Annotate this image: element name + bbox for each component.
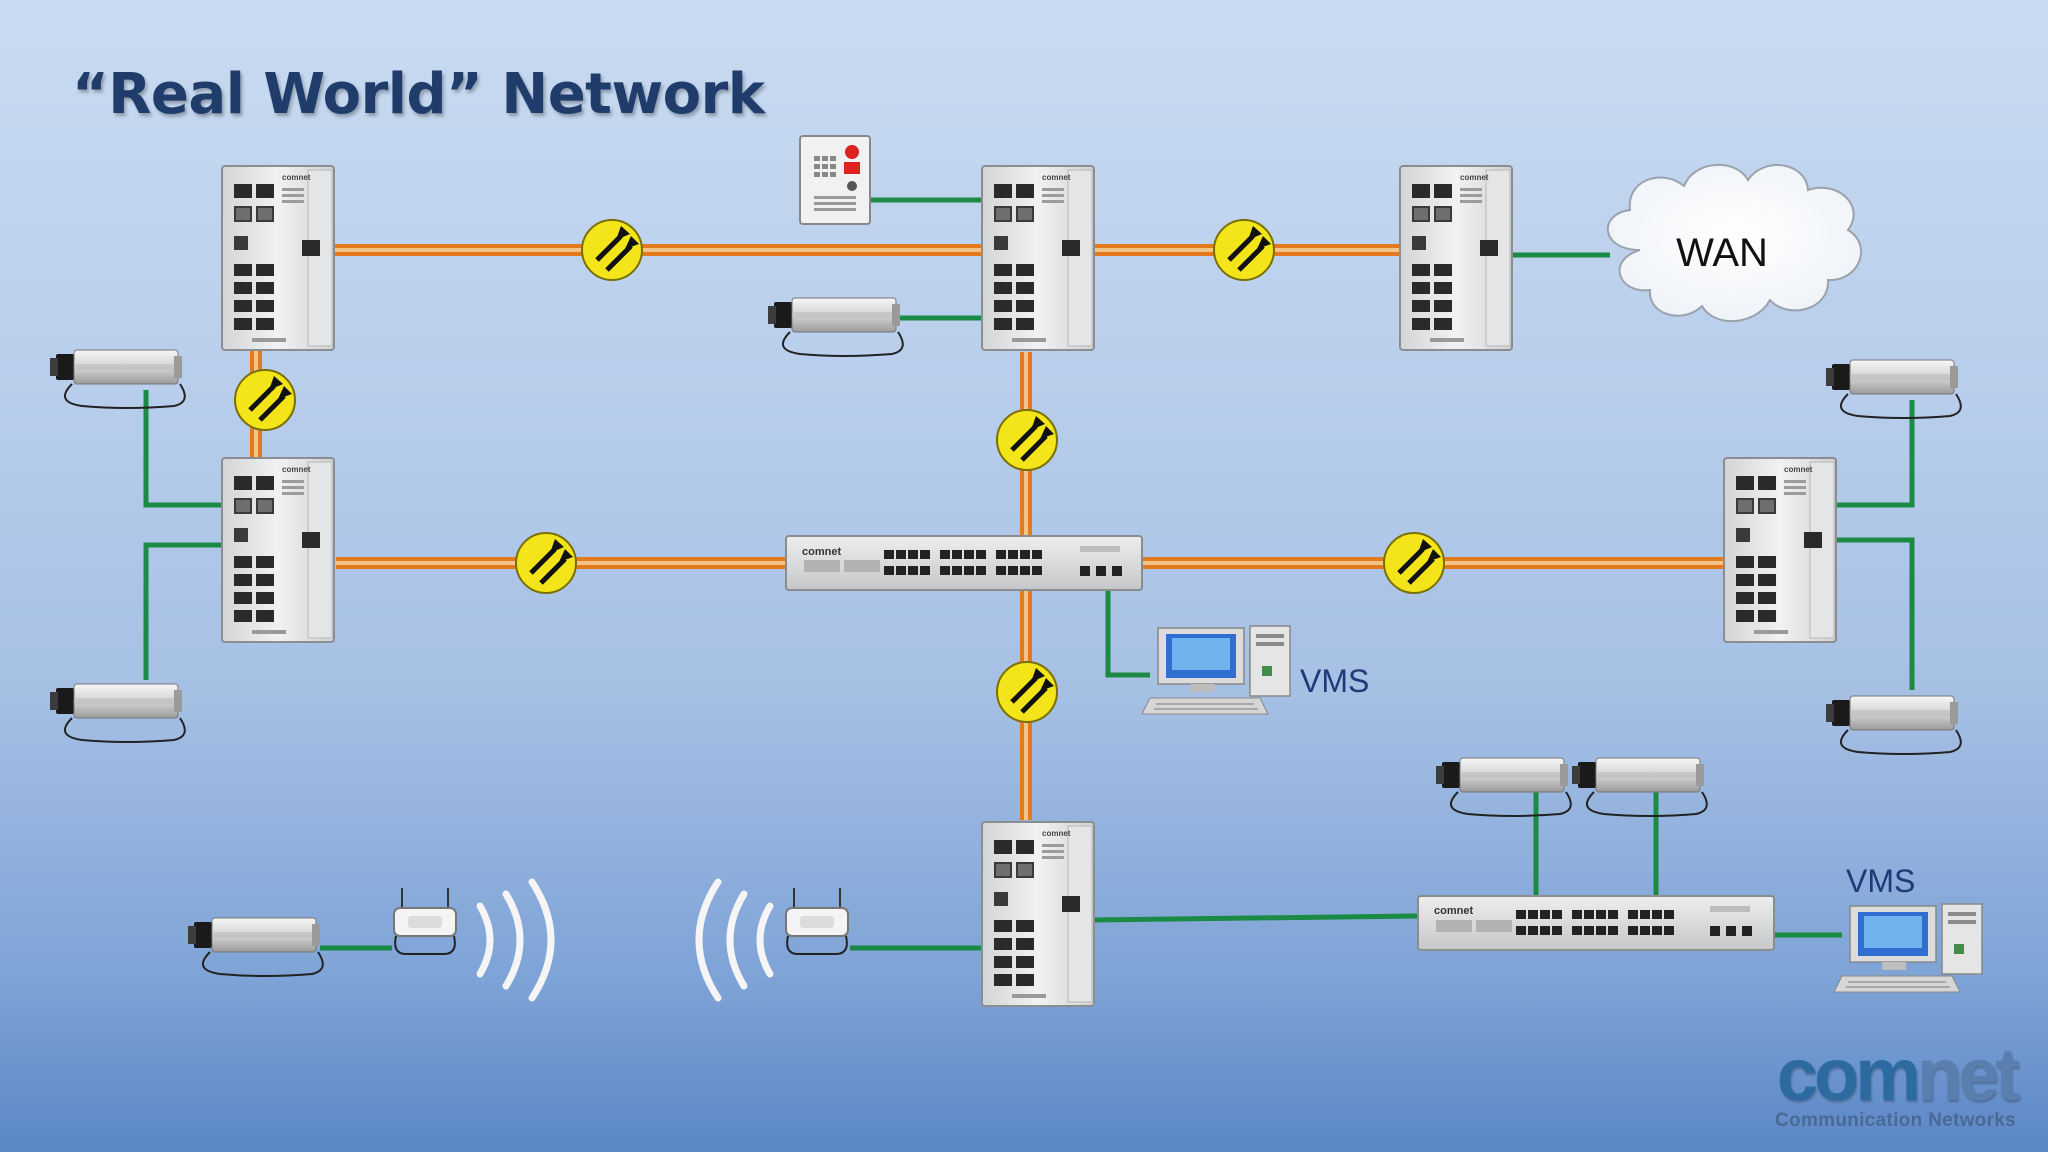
fiber-link-top-left (332, 244, 984, 256)
vms-label-secondary: VMS (1846, 863, 1915, 899)
camera-rack-1 (1435, 757, 1572, 817)
vms-label-main: VMS (1300, 663, 1369, 699)
vms-workstation-main (1141, 625, 1291, 715)
logo-net: net (1917, 1033, 2020, 1116)
logo-com: com (1776, 1033, 1921, 1116)
media-converter-top-right (1214, 220, 1274, 280)
logo-tagline: Communication Networks (1775, 1110, 2016, 1131)
access-point-left (393, 887, 457, 955)
camera-top-center (767, 297, 904, 357)
vms-workstation-secondary (1833, 903, 1983, 993)
media-converter-left (235, 370, 295, 430)
copper-link-right-cam-bottom (1835, 537, 1915, 690)
copper-link-bottom-rack (1091, 913, 1419, 923)
copper-link-vms-main (1105, 590, 1150, 678)
intercom-icon (799, 135, 871, 225)
switch-mid-left (221, 457, 335, 643)
wireless-signal-out-icon (476, 878, 555, 1002)
camera-wireless (187, 917, 324, 977)
media-converter-mid-right (1384, 533, 1444, 593)
media-converter-top-left (582, 220, 642, 280)
slide-title: “Real World” Network (72, 62, 765, 127)
access-point-right (785, 887, 849, 955)
core-switch-brand: comnet (802, 546, 841, 558)
wan-cloud: WAN (1606, 164, 1862, 322)
camera-left-top (49, 349, 186, 409)
copper-link-left-cam-top (143, 390, 225, 508)
media-converter-center-lower (997, 662, 1057, 722)
copper-link-right-cam-top (1835, 400, 1915, 508)
switch-top-left (221, 165, 335, 351)
switch-top-center (981, 165, 1095, 351)
edge-rack-switch: comnet (1417, 895, 1775, 951)
edge-switch-brand: comnet (1434, 905, 1473, 917)
wireless-signal-in-icon (695, 878, 774, 1002)
switch-mid-right (1723, 457, 1837, 643)
camera-left-bottom (49, 683, 186, 743)
camera-rack-2 (1571, 757, 1708, 817)
core-rack-switch: comnet (785, 535, 1143, 591)
copper-link-left-cam-bottom (143, 542, 225, 680)
camera-right-bottom (1825, 695, 1962, 755)
switch-bottom-center (981, 821, 1095, 1007)
copper-links (143, 197, 1915, 951)
wan-label: WAN (1676, 231, 1768, 275)
media-converter-center-upper (997, 410, 1057, 470)
switch-top-right (1399, 165, 1513, 351)
camera-right-top (1825, 359, 1962, 419)
comnet-logo: comnet Communication Networks (1706, 1038, 2020, 1132)
media-converter-mid-left (516, 533, 576, 593)
logo-wordmark: comnet (1706, 1038, 2020, 1112)
